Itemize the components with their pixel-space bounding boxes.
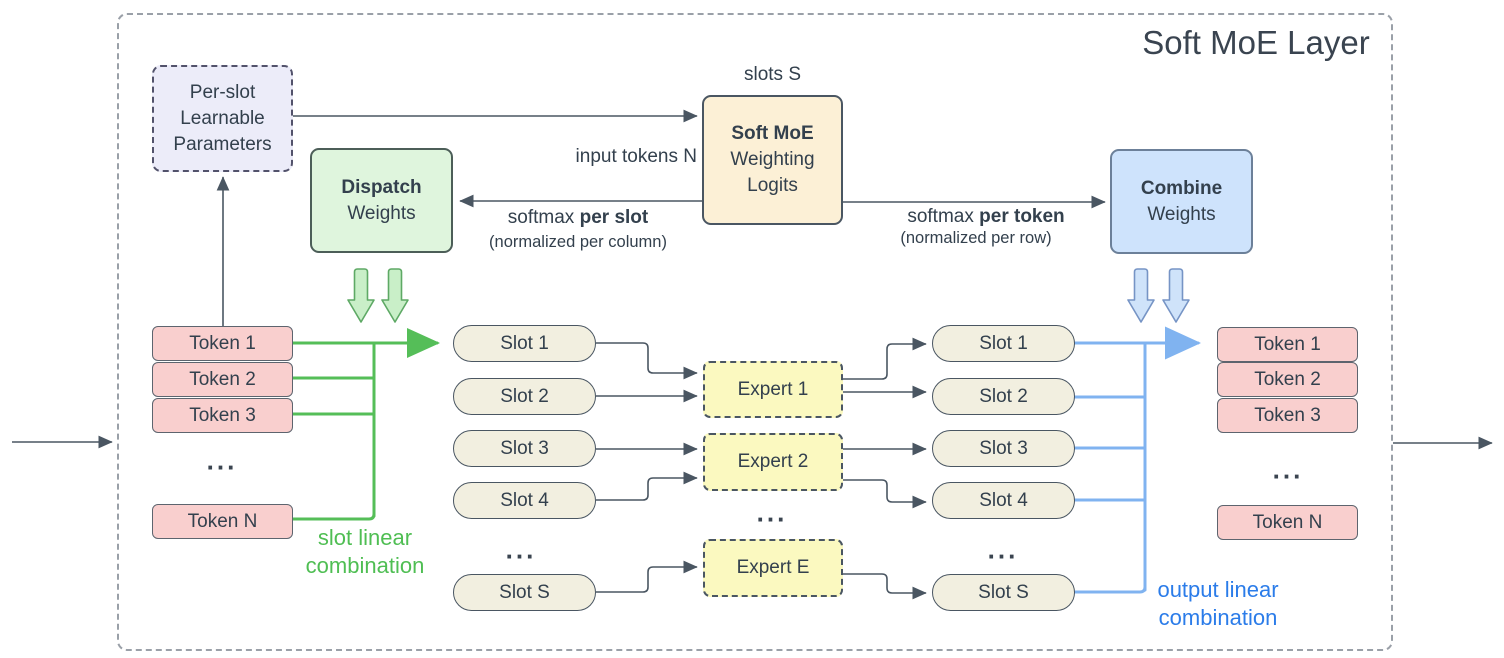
fat-down-arrows [347,268,1190,323]
green-dispatch-lines [291,328,440,521]
output-token-n: Token N [1217,505,1358,540]
input-tokens-n-label: input tokens N [575,146,697,167]
input-token-2: Token 2 [152,362,293,397]
output-token-1: Token 1 [1217,327,1358,362]
out-slot-3: Slot 3 [932,430,1075,467]
in-slot-2: Slot 2 [453,378,596,415]
arrow-slot4-to-expert2 [596,471,698,501]
out-slot-4: Slot 4 [932,482,1075,519]
dark-arrows [12,109,1493,600]
expert-e: Expert E [703,539,843,597]
input-token-1: Token 1 [152,326,293,361]
blue-slotS-line [1073,585,1147,594]
in-slot-4: Slot 4 [453,482,596,519]
out-slot-2: Slot 2 [932,378,1075,415]
per-slot-line2: Learnable [180,107,265,129]
green-down-arrow-2 [381,268,409,323]
arrow-slot1-to-expert1 [596,342,698,380]
output-linear-line1: output linear [1157,577,1279,602]
input-tokens-ellipsis: ... [206,445,238,476]
arrow-expertE-to-outslotS [843,573,927,600]
per-slot-line1: Per-slot [189,81,256,103]
combine-weights-box: Combine Weights [1110,149,1253,254]
slots-s-label: slots S [743,64,802,85]
output-token-2: Token 2 [1217,362,1358,397]
experts-ellipsis: ... [756,497,788,528]
slot-linear-combination-label: slot linear combination [265,524,465,580]
normalized-per-row-label: (normalized per row) [900,229,1052,247]
softmax-slot-pre: softmax [507,207,580,228]
out-slots-ellipsis: ... [987,534,1019,565]
per-slot-learnable-parameters-box: Per-slot Learnable Parameters [152,65,293,172]
output-tokens-ellipsis: ... [1272,454,1304,485]
layer-boundary [117,13,1393,651]
in-slots-ellipsis: ... [505,534,537,565]
arrow-expert2-to-outslot4 [843,479,927,509]
blue-down-arrow-2 [1162,268,1190,323]
arrow-expert1-to-outslot1 [843,337,927,380]
normalized-per-column-label: (normalized per column) [489,233,667,251]
diagram-title: Soft MoE Layer [1142,24,1370,61]
output-linear-line2: combination [1158,605,1278,630]
blue-combine-lines [1073,326,1201,594]
softmax-per-slot-label: softmax per slot [468,207,688,229]
expert-2: Expert 2 [703,433,843,491]
softmoe-line3: Logits [747,175,798,196]
combine-subtitle: Weights [1147,203,1216,225]
dispatch-title: Dispatch [341,176,422,198]
softmoe-title: Soft MoE [731,123,814,144]
green-down-arrow-1 [347,268,375,323]
softmoe-line2: Weighting [730,149,815,170]
soft-moe-weighting-logits-box: Soft MoE Weighting Logits [702,95,843,225]
out-slot-s: Slot S [932,574,1075,611]
combine-title: Combine [1140,177,1223,199]
expert-1: Expert 1 [703,361,843,418]
in-slot-s: Slot S [453,574,596,611]
in-slot-1: Slot 1 [453,325,596,362]
slot-linear-line2: combination [305,553,425,578]
softmax-token-bold: per token [979,206,1065,227]
out-slot-1: Slot 1 [932,325,1075,362]
dispatch-subtitle: Weights [347,202,416,224]
in-slot-3: Slot 3 [453,430,596,467]
slot-linear-line1: slot linear [317,525,413,550]
output-linear-combination-label: output linear combination [1118,576,1318,632]
softmax-per-token-label: softmax per token [876,206,1096,228]
softmax-token-pre: softmax [907,206,980,227]
green-tokenN-line [291,512,376,521]
per-slot-line3: Parameters [173,133,272,155]
output-token-3: Token 3 [1217,398,1358,433]
softmax-slot-bold: per slot [579,207,649,228]
input-token-n: Token N [152,504,293,539]
arrow-slotS-to-expertE [596,560,698,593]
input-token-3: Token 3 [152,398,293,433]
dispatch-weights-box: Dispatch Weights [310,148,453,253]
blue-down-arrow-1 [1127,268,1155,323]
